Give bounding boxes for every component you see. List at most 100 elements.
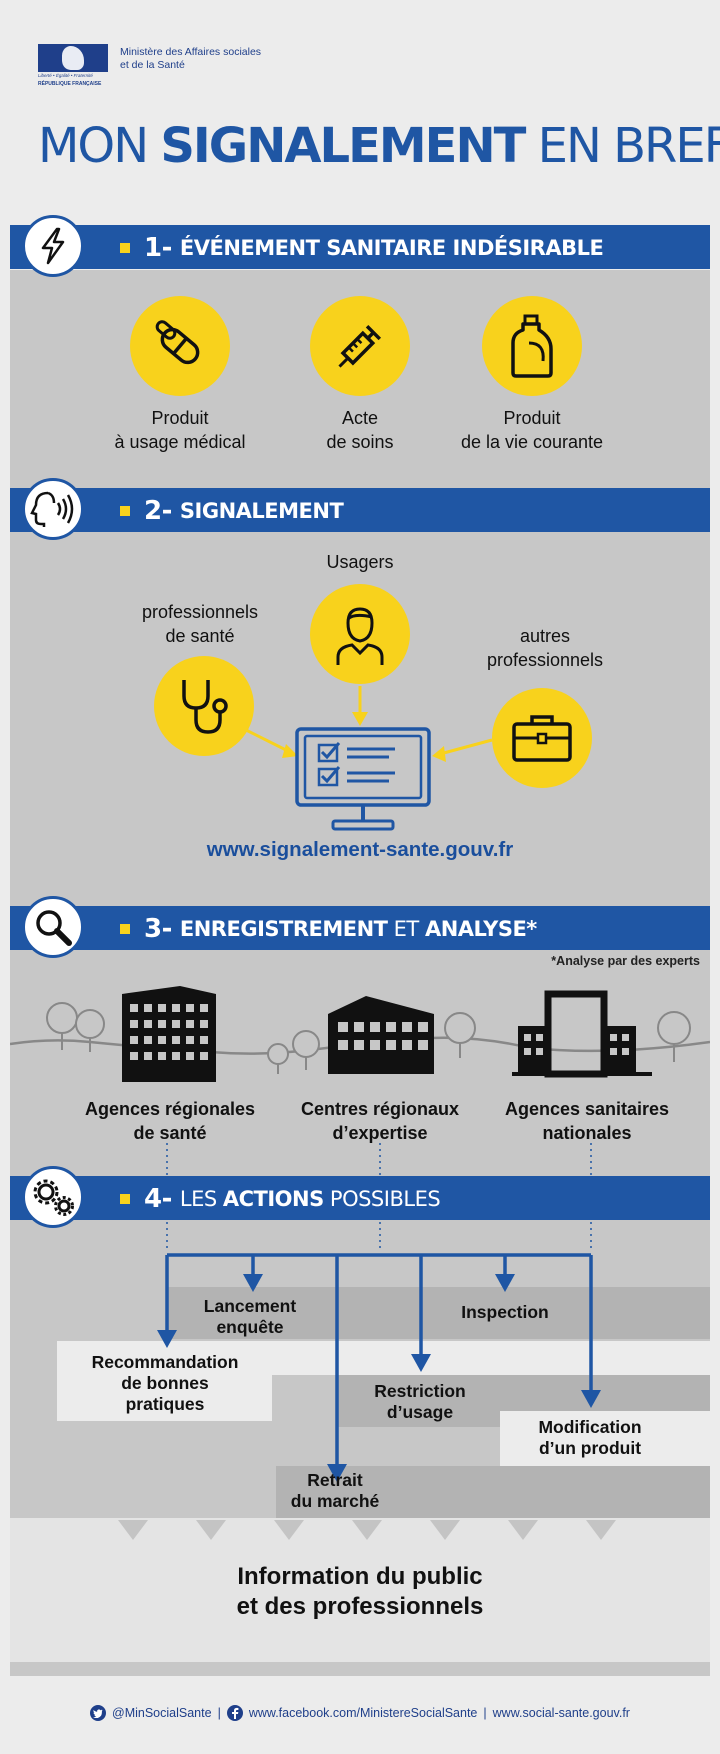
lightning-icon xyxy=(22,215,84,277)
section3-band: 3- ENREGISTREMENT ET ANALYSE* xyxy=(10,906,710,950)
magnifier-icon xyxy=(22,896,84,958)
website-link[interactable]: www.social-sante.gouv.fr xyxy=(492,1706,630,1720)
section2-band: 2- SIGNALEMENT xyxy=(10,488,710,532)
box-inspection xyxy=(340,1287,710,1339)
section2-num: 2- xyxy=(144,496,172,526)
gears-icon xyxy=(22,1166,84,1228)
regional-agencies-label: Agences régionales de santé xyxy=(70,1097,270,1145)
agency1-line2: de santé xyxy=(133,1123,207,1143)
lancement-line1: Lancement xyxy=(203,1296,297,1316)
information-panel xyxy=(10,1518,710,1676)
others-line2: professionnels xyxy=(486,650,604,670)
action-retrait: Retrait du marché xyxy=(270,1470,400,1512)
section3-label-light: ET xyxy=(387,917,425,941)
twitter-link[interactable]: @MinSocialSante xyxy=(112,1706,212,1720)
regional-center-building-icon xyxy=(326,994,436,1081)
stethoscope-icon xyxy=(154,656,254,756)
title-part2: SIGNALEMENT xyxy=(160,118,526,174)
action-recommandation: Recommandation de bonnes pratiques xyxy=(70,1352,260,1415)
section4-label-light2: POSSIBLES xyxy=(323,1187,441,1211)
agency2-line2: d’expertise xyxy=(332,1123,428,1143)
retrait-line1: Retrait xyxy=(307,1470,363,1490)
action-lancement: Lancement enquête xyxy=(180,1296,320,1338)
section1-band: 1- ÉVÉNEMENT SANITAIRE INDÉSIRABLE xyxy=(10,225,710,269)
facebook-icon xyxy=(226,1705,243,1721)
section4-title: 4- LES ACTIONS POSSIBLES xyxy=(120,1184,441,1214)
pros-line2: de santé xyxy=(165,626,235,646)
item3-line2: de la vie courante xyxy=(460,432,604,452)
computer-checklist-icon xyxy=(295,727,431,840)
section1-title: 1- ÉVÉNEMENT SANITAIRE INDÉSIRABLE xyxy=(120,233,604,263)
section2-title: 2- SIGNALEMENT xyxy=(120,496,344,526)
arrows-to-computer xyxy=(245,686,493,762)
modification-line1: Modification xyxy=(538,1417,642,1437)
section3-label-bold2: ANALYSE* xyxy=(424,917,537,941)
signalement-url-link[interactable]: www.signalement-sante.gouv.fr xyxy=(206,838,514,861)
pills-icon xyxy=(130,296,230,396)
actions-flow-arrows xyxy=(157,1143,601,1482)
item-daily-product: Produit de la vie courante xyxy=(432,406,632,454)
agency1-line1: Agences régionales xyxy=(84,1099,256,1119)
restriction-line2: d’usage xyxy=(386,1402,454,1422)
title-part1: MON xyxy=(38,118,161,174)
section3-title: 3- ENREGISTREMENT ET ANALYSE* xyxy=(120,914,537,944)
lancement-line2: enquête xyxy=(216,1317,284,1337)
section1-label: ÉVÉNEMENT SANITAIRE INDÉSIRABLE xyxy=(179,236,604,260)
information-line1: Information du public xyxy=(237,1563,483,1590)
health-pros-label: professionnels de santé xyxy=(110,600,290,648)
speaking-head-icon xyxy=(22,478,84,540)
section3-label-bold1: ENREGISTREMENT xyxy=(179,917,388,941)
footer-separator-2: | xyxy=(483,1706,487,1720)
retrait-line2: du marché xyxy=(290,1491,380,1511)
section3-num: 3- xyxy=(144,914,172,944)
regional-centers-label: Centres régionaux d’expertise xyxy=(280,1097,480,1145)
information-text: Information du public et des professionn… xyxy=(160,1562,560,1622)
section4-label-bold: ACTIONS xyxy=(222,1187,324,1211)
ministry-name: Ministère des Affaires sociales et de la… xyxy=(120,46,261,72)
section2-label: SIGNALEMENT xyxy=(179,499,344,523)
item3-line1: Produit xyxy=(503,408,561,428)
item1-line1: Produit xyxy=(151,408,209,428)
item2-line1: Acte xyxy=(341,408,379,428)
bottle-icon xyxy=(482,296,582,396)
syringe-icon xyxy=(310,296,410,396)
other-pros-label: autres professionnels xyxy=(460,624,630,672)
republique-logo: Liberté • Égalité • Fraternité RÉPUBLIQU… xyxy=(38,44,108,90)
logo-motto: Liberté • Égalité • Fraternité xyxy=(38,73,93,78)
box-recommandation xyxy=(57,1341,272,1421)
box-lancement xyxy=(168,1287,348,1339)
action-modification: Modification d’un produit xyxy=(515,1417,665,1459)
national-agencies-label: Agences sanitaires nationales xyxy=(487,1097,687,1145)
twitter-icon xyxy=(90,1705,107,1721)
restriction-line1: Restriction xyxy=(374,1381,466,1401)
recommandation-line2: de bonnes xyxy=(121,1373,209,1393)
experts-note: *Analyse par des experts xyxy=(551,954,700,968)
section4-num: 4- xyxy=(144,1184,172,1214)
recommandation-line1: Recommandation xyxy=(91,1352,239,1372)
footer-separator-1: | xyxy=(217,1706,221,1720)
ministry-line2: et de la Santé xyxy=(120,59,185,71)
item-care-act: Acte de soins xyxy=(260,406,460,454)
item1-line2: à usage médical xyxy=(114,432,246,452)
facebook-link[interactable]: www.facebook.com/MinistereSocialSante xyxy=(248,1706,478,1720)
others-line1: autres xyxy=(519,626,571,646)
user-icon xyxy=(310,584,410,684)
chevron-row-icon xyxy=(118,1520,616,1540)
inspection-line: Inspection xyxy=(461,1302,549,1322)
section4-label-light1: LES xyxy=(179,1187,223,1211)
regional-agency-building-icon xyxy=(120,984,218,1089)
action-inspection: Inspection xyxy=(430,1302,580,1323)
agency3-line1: Agences sanitaires xyxy=(504,1099,670,1119)
briefcase-icon xyxy=(492,688,592,788)
ministry-line1: Ministère des Affaires sociales xyxy=(120,46,262,58)
item2-line2: de soins xyxy=(326,432,394,452)
national-agency-building-icon xyxy=(512,990,652,1083)
logo-republic: RÉPUBLIQUE FRANÇAISE xyxy=(38,81,102,87)
recommandation-line3: pratiques xyxy=(125,1394,205,1414)
pros-line1: professionnels xyxy=(141,602,259,622)
box-modification xyxy=(500,1411,710,1467)
action-restriction: Restriction d’usage xyxy=(350,1381,490,1423)
information-line2: et des professionnels xyxy=(236,1593,484,1620)
section1-num: 1- xyxy=(144,233,172,263)
section4-band: 4- LES ACTIONS POSSIBLES xyxy=(10,1176,710,1220)
